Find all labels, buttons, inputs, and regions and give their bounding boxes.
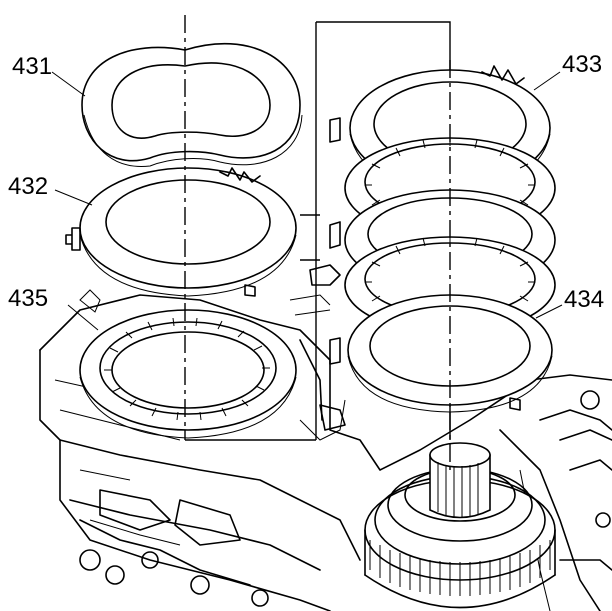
callout-431: 431 xyxy=(12,53,52,80)
friction-plate-inner-teeth xyxy=(104,317,270,421)
callout-434: 434 xyxy=(564,286,604,313)
hub-spline-teeth xyxy=(369,540,551,596)
callout-432: 432 xyxy=(8,173,48,200)
part-432-steel-plate xyxy=(65,167,297,297)
callout-433: 433 xyxy=(562,51,602,78)
clutch-hub-drum xyxy=(364,442,556,609)
center-lines xyxy=(184,15,451,470)
part-435-friction-plate xyxy=(79,309,297,439)
callout-435: 435 xyxy=(8,285,48,312)
part-431-backing-plate xyxy=(81,42,303,168)
callout-leaders xyxy=(51,71,563,331)
